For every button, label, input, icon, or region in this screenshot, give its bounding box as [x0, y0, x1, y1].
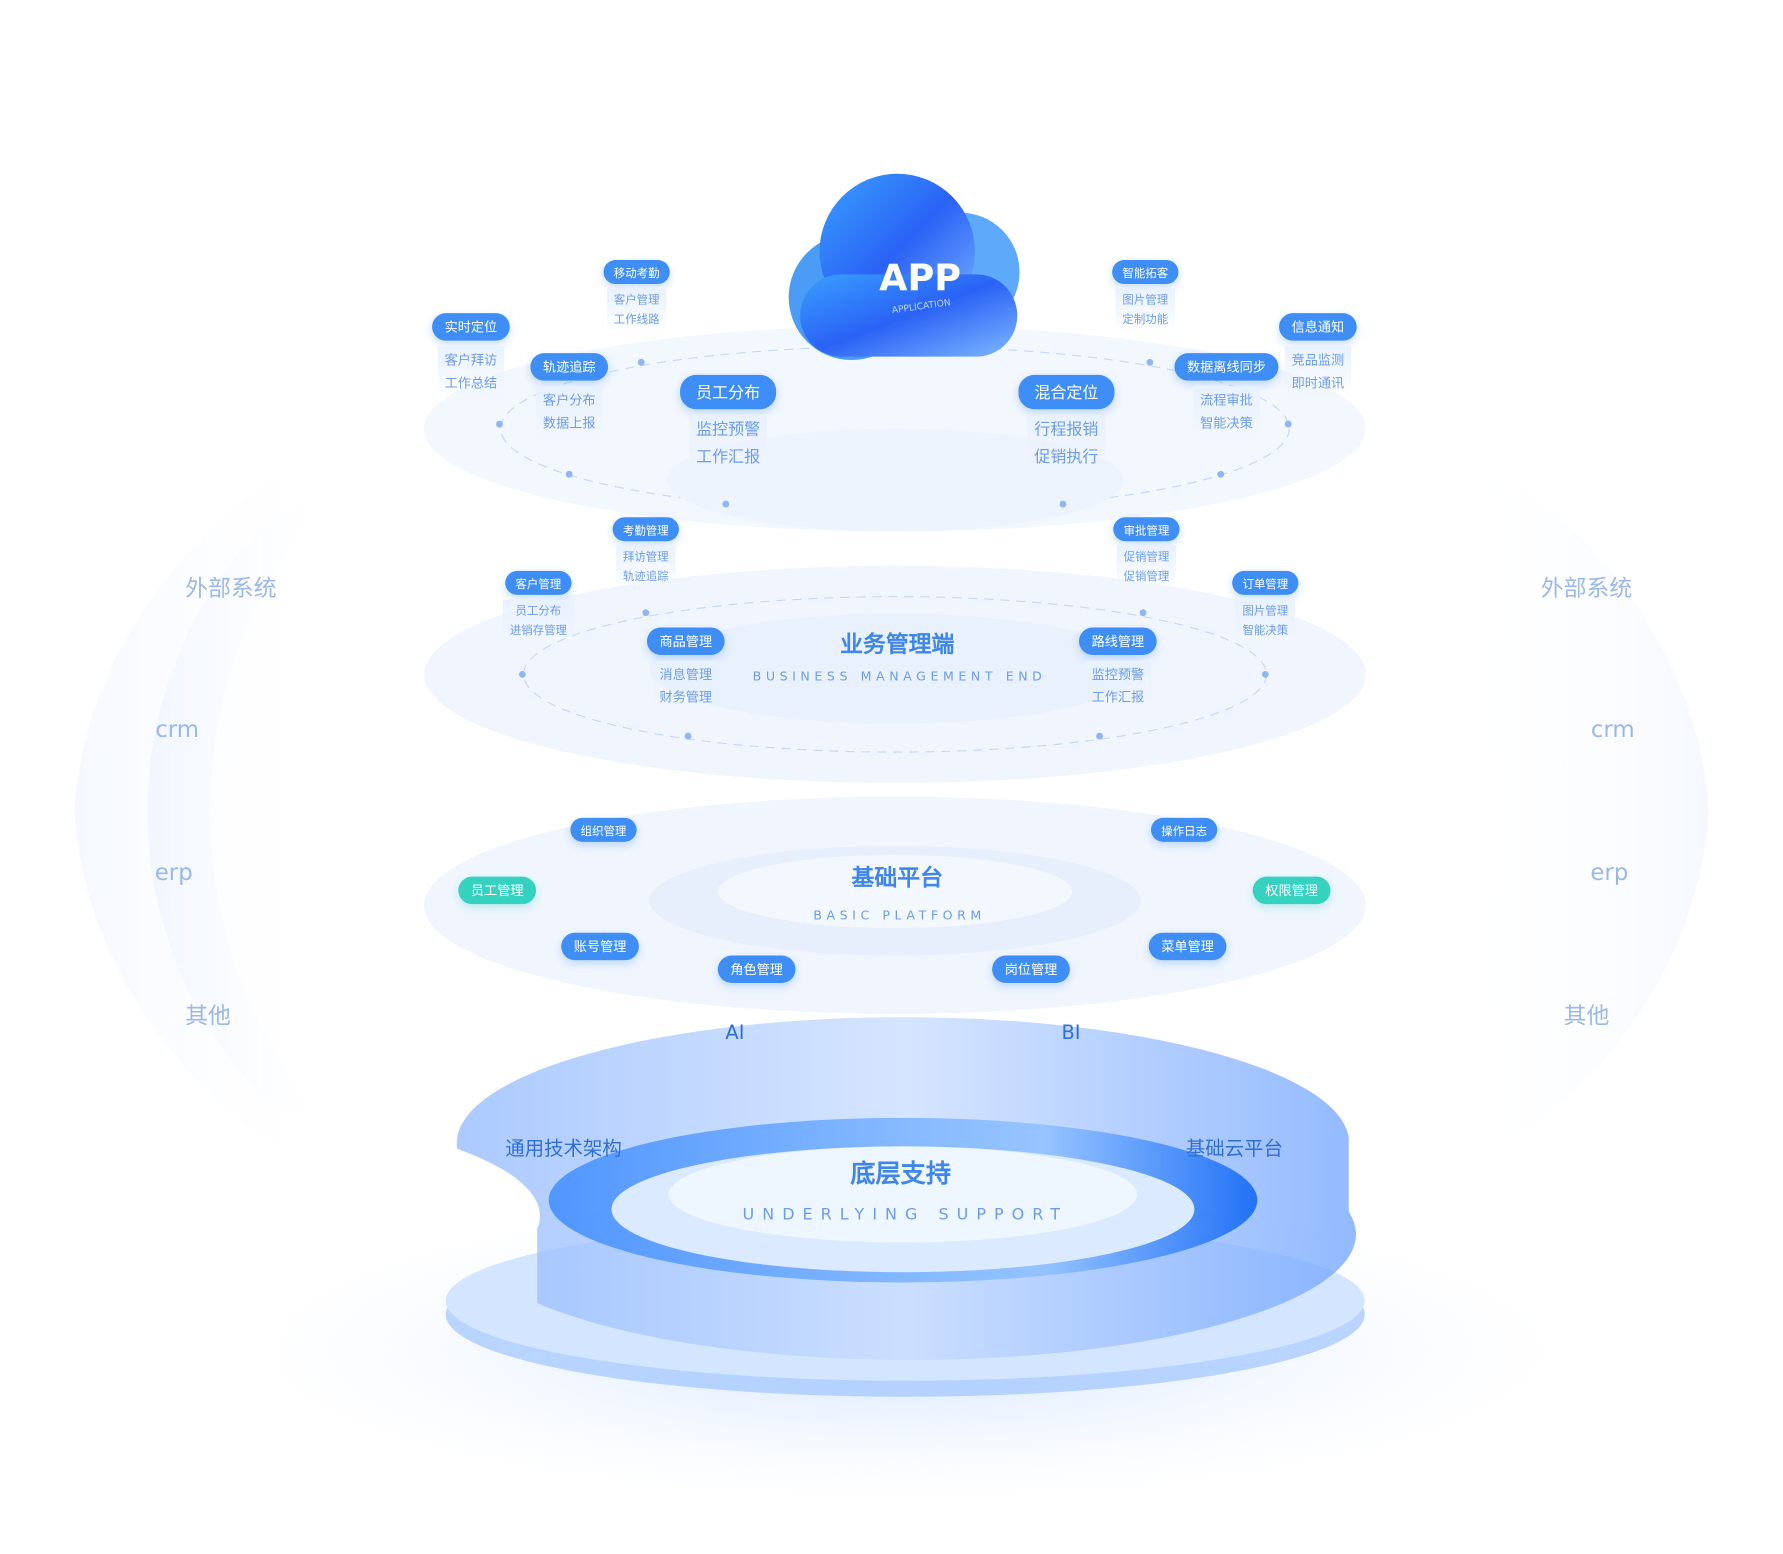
- ring-dot: [722, 500, 730, 508]
- external-left-item: crm: [155, 715, 200, 743]
- feature-item: 即时通讯: [1291, 374, 1345, 391]
- ring-dot: [518, 670, 526, 678]
- business-module-features: 促销管理促销管理: [1116, 545, 1177, 590]
- ring-dot: [1096, 732, 1103, 740]
- underlying-label: 基础云平台: [1185, 1137, 1284, 1161]
- feature-item: 智能决策: [1200, 414, 1253, 431]
- ring-dot: [1217, 470, 1225, 478]
- business-module-features: 监控预警工作汇报: [1084, 660, 1152, 712]
- business-layer-title: 业务管理端: [840, 630, 955, 658]
- external-left-title: 外部系统: [185, 574, 277, 602]
- feature-item: 监控预警: [1091, 666, 1145, 683]
- basic-module-button[interactable]: 员工管理: [458, 876, 537, 905]
- feature-item: 促销管理: [1123, 570, 1170, 584]
- business-module-button[interactable]: 考勤管理: [612, 517, 679, 542]
- ring-dot: [496, 420, 503, 428]
- external-right-item: erp: [1590, 858, 1629, 886]
- business-module-button[interactable]: 审批管理: [1113, 517, 1180, 542]
- ring-dot: [1059, 500, 1067, 508]
- feature-item: 数据上报: [542, 414, 596, 431]
- underlying-layer-subtitle: UNDERLYING SUPPORT: [742, 1205, 1068, 1225]
- ring-dot: [1261, 670, 1269, 678]
- basic-module-button[interactable]: 权限管理: [1252, 876, 1331, 905]
- business-layer-subtitle: BUSINESS MANAGEMENT END: [752, 669, 1047, 685]
- app-module-features: 图片管理定制功能: [1115, 288, 1176, 333]
- feature-item: 员工分布: [515, 604, 562, 618]
- feature-item: 工作汇报: [1091, 689, 1145, 706]
- basic-module-button[interactable]: 操作日志: [1151, 817, 1218, 842]
- feature-item: 监控预警: [696, 420, 761, 440]
- ring-dot: [684, 732, 692, 740]
- app-module-button[interactable]: 轨迹追踪: [530, 353, 609, 381]
- ring-dot: [637, 358, 645, 366]
- external-right-item: 其他: [1563, 1001, 1610, 1030]
- ring-dot: [1139, 609, 1147, 617]
- external-left-item: 其他: [185, 1001, 231, 1030]
- app-module-button[interactable]: 移动考勤: [603, 260, 670, 285]
- basic-layer-subtitle: BASIC PLATFORM: [813, 908, 986, 923]
- ring-dot: [642, 609, 650, 617]
- feature-item: 轨迹追踪: [622, 570, 669, 584]
- app-module-features: 监控预警工作汇报: [689, 415, 767, 475]
- business-module-features: 拜访管理轨迹追踪: [616, 545, 676, 590]
- app-module-features: 流程审批智能决策: [1193, 386, 1260, 437]
- app-module-features: 客户拜访工作总结: [437, 346, 505, 397]
- app-module-button[interactable]: 数据离线同步: [1174, 353, 1279, 381]
- ring-dot: [1284, 420, 1292, 428]
- feature-item: 客户分布: [542, 391, 596, 408]
- app-module-features: 客户分布数据上报: [536, 386, 603, 437]
- external-right-title: 外部系统: [1540, 574, 1633, 602]
- underlying-label: AI: [725, 1021, 745, 1045]
- feature-item: 图片管理: [1122, 293, 1169, 307]
- app-module-features: 行程报销促销执行: [1027, 415, 1106, 475]
- app-module-button[interactable]: 员工分布: [680, 374, 777, 410]
- feature-item: 客户管理: [613, 293, 660, 307]
- ring-dot: [1146, 358, 1154, 366]
- app-module-features: 客户管理工作线路: [606, 288, 667, 333]
- feature-item: 客户拜访: [444, 351, 498, 368]
- feature-item: 图片管理: [1242, 604, 1289, 618]
- feature-item: 促销管理: [1123, 550, 1170, 564]
- feature-item: 行程报销: [1034, 420, 1099, 440]
- feature-item: 流程审批: [1200, 391, 1253, 408]
- business-module-button[interactable]: 商品管理: [646, 627, 725, 655]
- basic-module-button[interactable]: 角色管理: [717, 955, 796, 983]
- business-module-features: 消息管理财务管理: [652, 660, 719, 712]
- feature-item: 工作汇报: [696, 448, 761, 467]
- business-module-button[interactable]: 客户管理: [505, 570, 572, 595]
- feature-item: 消息管理: [659, 666, 713, 683]
- business-module-button[interactable]: 订单管理: [1232, 570, 1299, 595]
- feature-item: 进销存管理: [509, 624, 567, 638]
- external-left-item: erp: [154, 858, 193, 886]
- basic-layer-title: 基础平台: [851, 863, 943, 891]
- basic-module-button[interactable]: 菜单管理: [1148, 932, 1227, 961]
- underlying-label: 通用技术架构: [505, 1137, 622, 1161]
- app-module-button[interactable]: 信息通知: [1279, 313, 1357, 341]
- basic-module-button[interactable]: 账号管理: [561, 932, 639, 961]
- basic-module-button[interactable]: 组织管理: [570, 817, 637, 842]
- app-module-features: 竞品监测即时通讯: [1284, 346, 1352, 397]
- app-module-button[interactable]: 智能拓客: [1112, 260, 1179, 285]
- feature-item: 智能决策: [1242, 624, 1289, 638]
- feature-item: 工作总结: [444, 374, 498, 391]
- underlying-label: BI: [1061, 1021, 1081, 1045]
- app-module-button[interactable]: 实时定位: [432, 313, 510, 341]
- app-module-button[interactable]: 混合定位: [1018, 374, 1115, 410]
- feature-item: 竞品监测: [1291, 351, 1345, 368]
- feature-item: 定制功能: [1122, 313, 1169, 327]
- external-right-item: crm: [1590, 715, 1635, 743]
- basic-module-button[interactable]: 岗位管理: [992, 955, 1070, 983]
- app-cloud-title: APP: [879, 256, 962, 300]
- business-module-features: 员工分布进销存管理: [502, 598, 574, 644]
- ring-dot: [565, 470, 573, 478]
- feature-item: 财务管理: [659, 689, 713, 706]
- feature-item: 促销执行: [1034, 448, 1099, 467]
- feature-item: 工作线路: [613, 313, 660, 327]
- underlying-layer-title: 底层支持: [850, 1160, 951, 1189]
- feature-item: 拜访管理: [622, 550, 669, 564]
- business-module-button[interactable]: 路线管理: [1078, 627, 1157, 655]
- business-module-features: 图片管理智能决策: [1235, 598, 1296, 644]
